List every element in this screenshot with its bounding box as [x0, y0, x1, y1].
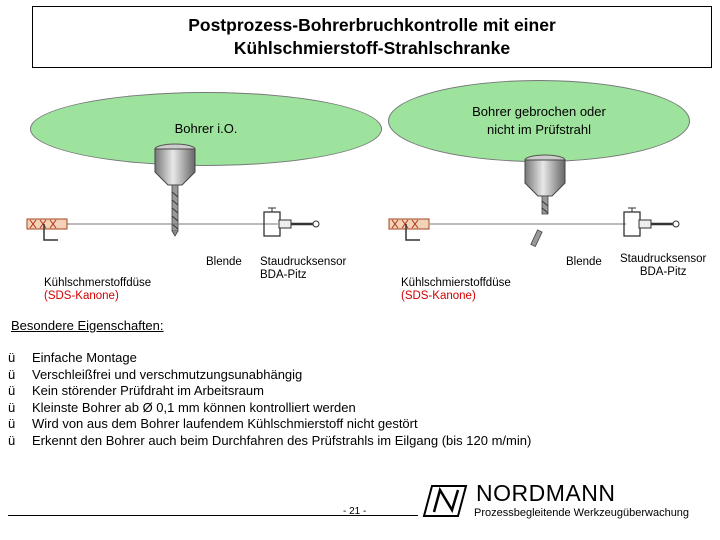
- title-box: Postprozess-Bohrerbruchkontrolle mit ein…: [32, 6, 712, 68]
- bubble-drill-ok: Bohrer i.O.: [30, 92, 382, 166]
- drill-ok-assembly: [26, 143, 320, 241]
- bubble-drill-ok-label: Bohrer i.O.: [174, 121, 238, 136]
- drill-broken-assembly: [388, 154, 680, 248]
- brand-name: NORDMANN: [476, 480, 616, 506]
- page-number: - 21 -: [343, 506, 367, 517]
- checkmark-icon: ü: [8, 432, 16, 448]
- aperture-label-right: Blende: [566, 256, 602, 268]
- properties-heading: Besondere Eigenschaften:: [11, 318, 164, 333]
- nozzle-label-right: Kühlschmierstoffdüse (SDS-Kanone): [401, 277, 511, 302]
- aperture-sensor-icon: [623, 207, 680, 237]
- nozzle-label-left: Kühlschmerstoffdüse (SDS-Kanone): [44, 277, 152, 302]
- brand-tagline: Prozessbegleitende Werkzeugüberwachung: [474, 507, 690, 519]
- drill-chuck-icon: [154, 143, 196, 186]
- drill-chuck-icon: [524, 154, 566, 197]
- sensor-label-right: Staudrucksensor BDA-Pitz: [620, 253, 707, 278]
- checkmark-icon: ü: [8, 383, 16, 398]
- nordmann-logo-icon: [422, 485, 468, 517]
- broken-drill-fragment-icon: [530, 229, 543, 248]
- checkmark-icon: ü: [8, 399, 16, 415]
- coolant-nozzle-icon: [388, 218, 430, 241]
- sensor-label-left: Staudrucksensor BDA-Pitz: [260, 256, 347, 281]
- title-line-2: Kühlschmierstoff-Strahlschranke: [233, 38, 511, 58]
- checkmark-icon: ü: [8, 366, 16, 382]
- coolant-nozzle-icon: [26, 218, 68, 241]
- checkmark-icon: ü: [8, 416, 16, 431]
- aperture-sensor-icon: [263, 207, 320, 237]
- aperture-label-left: Blende: [206, 256, 242, 268]
- drill-bit-icon: [171, 184, 179, 237]
- title-line-1: Postprozess-Bohrerbruchkontrolle mit ein…: [188, 15, 556, 35]
- broken-drill-stub-icon: [541, 195, 549, 215]
- checkmark-icon: ü: [8, 350, 16, 365]
- footer-divider: [8, 515, 418, 516]
